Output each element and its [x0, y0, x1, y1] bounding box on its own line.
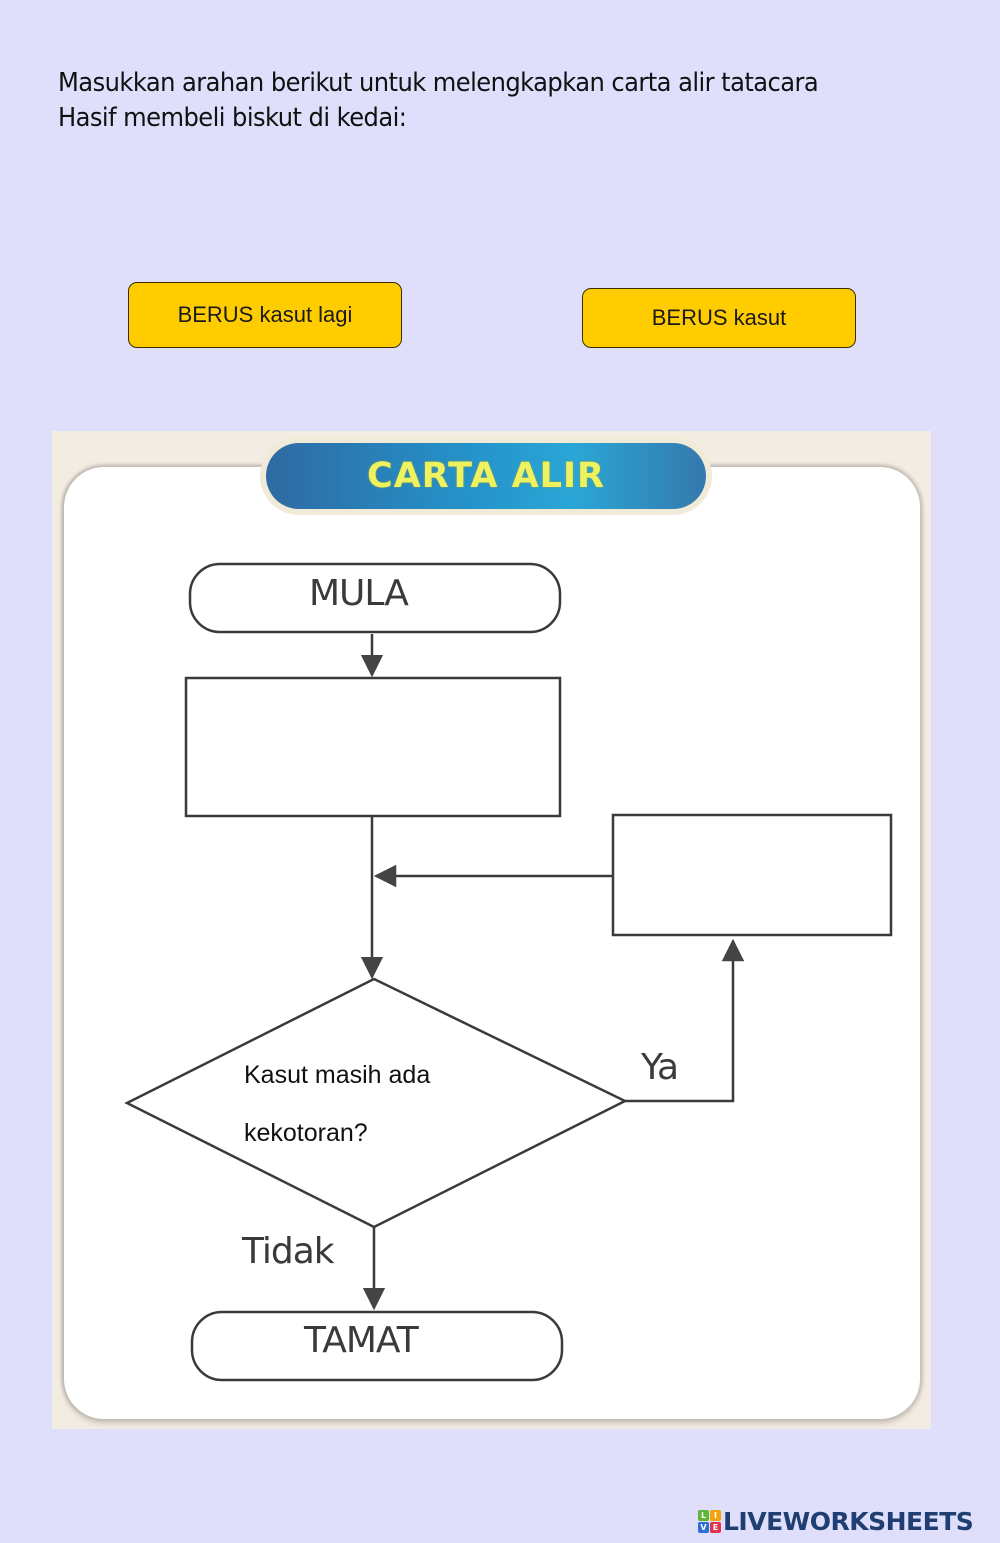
drop-slot-process-2[interactable]	[615, 817, 889, 933]
brand-name: LIVEWORKSHEETS	[723, 1507, 974, 1536]
flowchart-diagram	[124, 562, 893, 1382]
instruction-line-2: Hasif membeli biskut di kedai:	[58, 103, 407, 133]
logo-letter-e: E	[710, 1522, 721, 1533]
logo-letter-v: V	[698, 1522, 709, 1533]
flowchart-title: CARTA ALIR	[367, 456, 605, 496]
answer-chip-label: BERUS kasut lagi	[177, 302, 353, 327]
end-terminal	[190, 1310, 564, 1382]
answer-chip-berus-kasut-lagi[interactable]: BERUS kasut lagi	[128, 282, 402, 348]
logo-letter-l: L	[698, 1510, 709, 1521]
instruction-line-1: Masukkan arahan berikut untuk melengkapk…	[58, 68, 819, 98]
logo-letter-i: I	[710, 1510, 721, 1521]
answer-chip-berus-kasut[interactable]: BERUS kasut	[582, 288, 856, 348]
liveworksheets-logo-icon: L I V E	[698, 1510, 721, 1533]
flowchart-image: CARTA ALIR	[52, 431, 931, 1429]
decision-text: Kasut masih ada kekotoran?	[244, 1046, 430, 1162]
decision-line-1: Kasut masih ada	[244, 1061, 431, 1089]
start-terminal	[188, 562, 562, 634]
no-label: Tidak	[242, 1231, 335, 1272]
flowchart-title-banner: CARTA ALIR	[260, 437, 712, 515]
end-label: TAMAT	[304, 1320, 419, 1361]
drop-slot-process-1[interactable]	[188, 680, 558, 814]
instruction-text: Masukkan arahan berikut untuk melengkapk…	[58, 66, 895, 136]
start-label: MULA	[309, 573, 409, 614]
yes-label: Ya	[641, 1047, 679, 1088]
answer-chip-label: BERUS kasut	[651, 305, 787, 330]
decision-line-2: kekotoran?	[244, 1119, 368, 1147]
liveworksheets-brand: L I V E LIVEWORKSHEETS	[698, 1507, 974, 1536]
